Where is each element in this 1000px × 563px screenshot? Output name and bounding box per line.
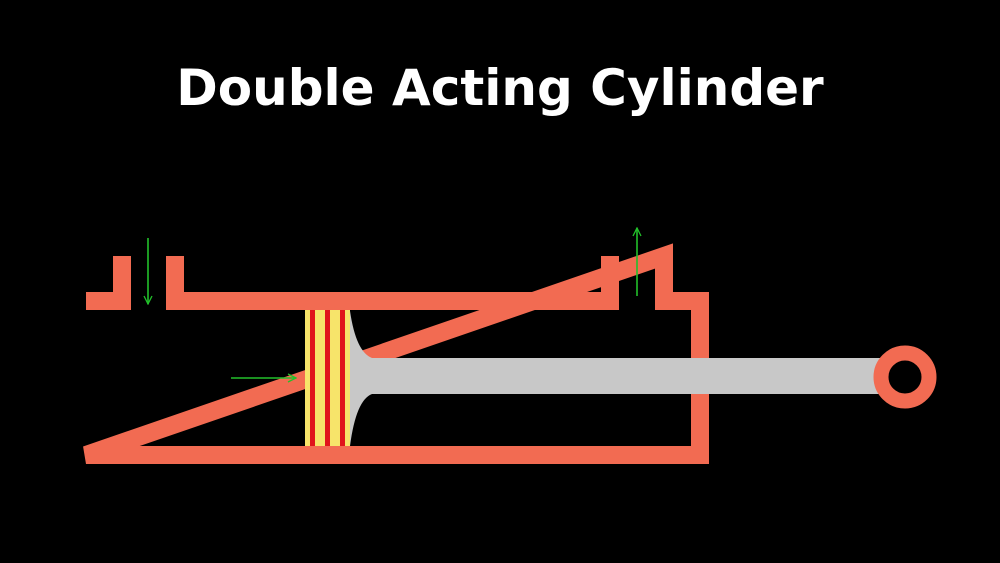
page-title: Double Acting Cylinder [176,59,824,117]
rod-end-eye [873,345,937,409]
piston-rod [350,311,888,446]
piston-stripe [340,310,345,446]
piston-stripe [325,310,330,446]
piston-stripe [310,310,315,446]
cylinder-barrel [83,243,709,464]
